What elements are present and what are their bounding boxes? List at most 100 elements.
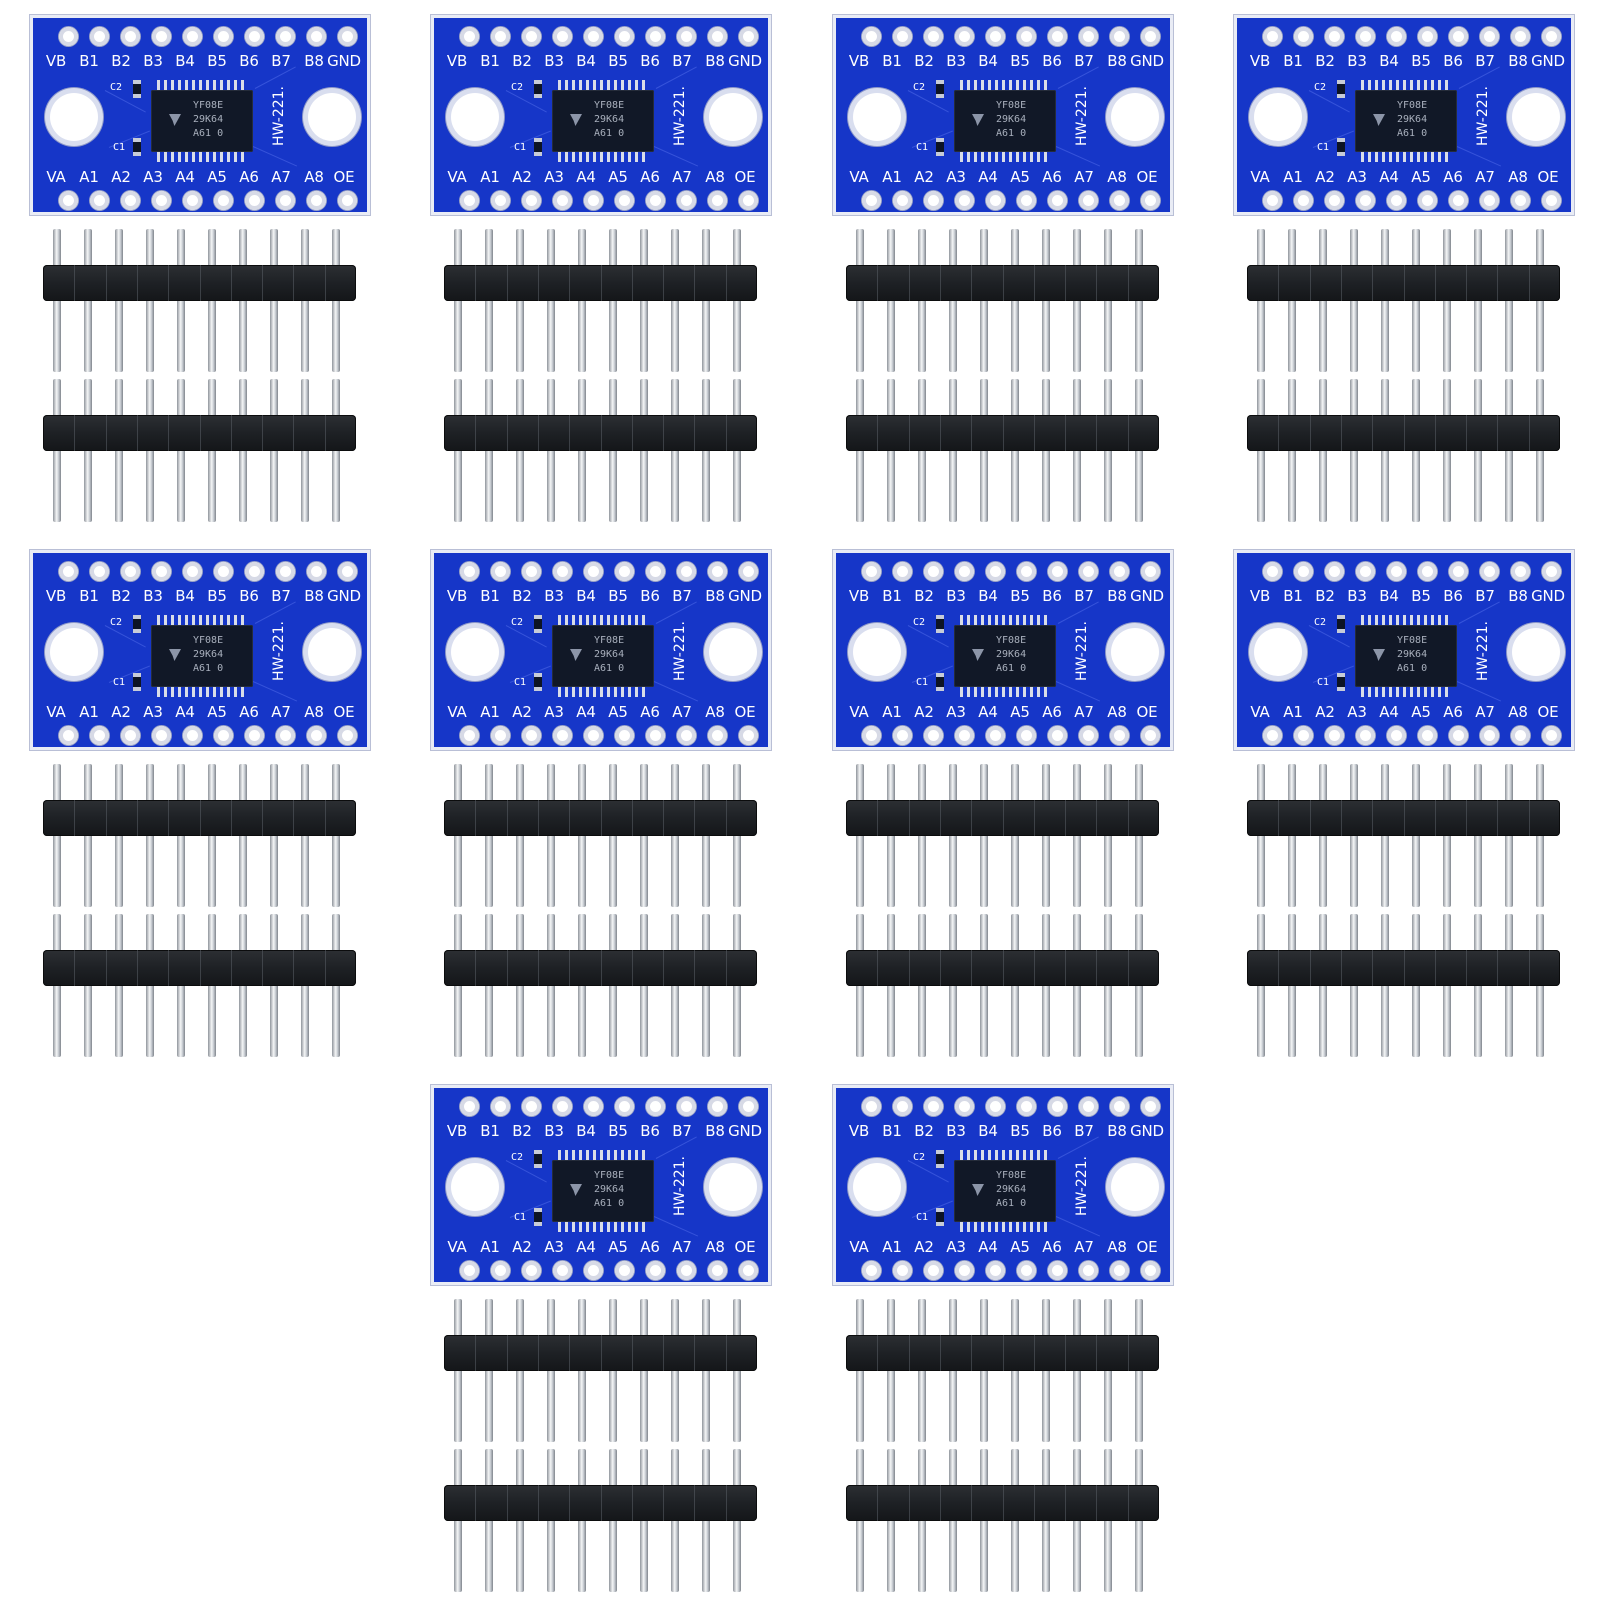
header-segment-divider xyxy=(908,1335,910,1371)
header-segment-divider xyxy=(324,950,326,986)
header-segment-divider xyxy=(1278,800,1280,836)
pin-pad xyxy=(739,27,758,46)
board-model-label: HW-221. xyxy=(271,620,287,682)
header-segment-divider xyxy=(1434,415,1436,451)
pin-label-a5: A5 xyxy=(608,1238,628,1256)
pin-pad xyxy=(615,1261,634,1280)
pin-pad xyxy=(677,1261,696,1280)
left-mounting-hole xyxy=(853,1163,901,1211)
pin-label-b6: B6 xyxy=(239,587,259,605)
pin-label-a8: A8 xyxy=(1107,168,1127,186)
header-segment-divider xyxy=(1497,800,1499,836)
pin-label-a4: A4 xyxy=(978,1238,998,1256)
pin-label-a6: A6 xyxy=(1042,168,1062,186)
header-segment-divider xyxy=(908,265,910,301)
male-pin-header-strip xyxy=(444,229,757,372)
ti-logo-icon xyxy=(570,649,582,661)
header-segment-divider xyxy=(694,950,696,986)
header-segment-divider xyxy=(74,415,76,451)
pin-label-gnd: GND xyxy=(1531,52,1565,70)
right-mounting-hole xyxy=(1111,93,1159,141)
header-segment-divider xyxy=(506,800,508,836)
capacitor-c1-label: C1 xyxy=(1317,142,1330,153)
header-segment-divider xyxy=(725,1335,727,1371)
pin-pad xyxy=(1017,191,1036,210)
header-segment-divider xyxy=(1033,415,1035,451)
pin-label-b7: B7 xyxy=(1475,52,1495,70)
pin-label-a3: A3 xyxy=(946,1238,966,1256)
header-segment-divider xyxy=(136,415,138,451)
pin-label-a2: A2 xyxy=(1315,703,1335,721)
pin-pad xyxy=(862,27,881,46)
header-segment-divider xyxy=(168,265,170,301)
right-mounting-hole xyxy=(709,1163,757,1211)
top-pad-row xyxy=(836,1094,1176,1120)
pcb-trace xyxy=(1055,146,1101,167)
pin-label-a8: A8 xyxy=(705,1238,725,1256)
pin-label-gnd: GND xyxy=(728,1122,762,1140)
pin-pad xyxy=(893,726,912,745)
ti-logo-icon xyxy=(972,1184,984,1196)
male-pin-header-strip xyxy=(43,229,356,372)
pin-pad xyxy=(1079,1261,1098,1280)
pin-pad xyxy=(245,191,264,210)
pin-pad xyxy=(1449,27,1468,46)
pin-label-a3: A3 xyxy=(946,703,966,721)
male-pin-header-strip xyxy=(444,1299,757,1442)
pin-label-b4: B4 xyxy=(576,52,596,70)
pin-pad xyxy=(1480,562,1499,581)
pin-pad xyxy=(1141,1097,1160,1116)
pin-pad xyxy=(708,27,727,46)
pin-label-vb: VB xyxy=(848,52,870,70)
pin-label-a6: A6 xyxy=(1042,1238,1062,1256)
chip-marking-line-3: A61 0 xyxy=(594,128,625,139)
top-pad-row xyxy=(836,559,1176,585)
level-shifter-chip: YF08E 29K64 A61 0 xyxy=(151,615,253,697)
capacitor-c2 xyxy=(534,80,542,98)
pin-label-oe: OE xyxy=(333,703,355,721)
header-segment-divider xyxy=(694,1485,696,1521)
header-segment-divider xyxy=(971,1485,973,1521)
right-mounting-hole xyxy=(1111,628,1159,676)
header-segment-divider xyxy=(1278,415,1280,451)
pin-label-va: VA xyxy=(849,168,869,186)
level-shifter-chip: YF08E 29K64 A61 0 xyxy=(552,80,654,162)
pin-pad xyxy=(986,27,1005,46)
header-segment-divider xyxy=(1002,1335,1004,1371)
header-segment-divider xyxy=(725,800,727,836)
pin-pad xyxy=(1017,726,1036,745)
header-segment-divider xyxy=(1434,265,1436,301)
header-segment-divider xyxy=(631,950,633,986)
header-segment-divider xyxy=(877,800,879,836)
header-segment-divider xyxy=(475,415,477,451)
pin-pad xyxy=(1294,726,1313,745)
chip-marking-line-2: 29K64 xyxy=(594,1184,625,1195)
header-segment-divider xyxy=(105,265,107,301)
top-pad-row xyxy=(1237,559,1577,585)
chip-marking-line-1: YF08E xyxy=(594,1170,625,1181)
pin-pad xyxy=(90,191,109,210)
pin-pad xyxy=(584,191,603,210)
header-segment-divider xyxy=(1278,265,1280,301)
chip-marking-line-1: YF08E xyxy=(996,100,1027,111)
pin-pad xyxy=(677,27,696,46)
pin-pad xyxy=(862,1097,881,1116)
pin-label-a2: A2 xyxy=(1315,168,1335,186)
pin-label-oe: OE xyxy=(1136,703,1158,721)
pin-pad xyxy=(491,726,510,745)
pin-pad xyxy=(460,191,479,210)
pin-pad xyxy=(1017,562,1036,581)
pin-label-oe: OE xyxy=(1537,703,1559,721)
pin-label-a8: A8 xyxy=(304,703,324,721)
level-shifter-chip: YF08E 29K64 A61 0 xyxy=(552,615,654,697)
pin-label-vb: VB xyxy=(446,52,468,70)
pin-pad xyxy=(986,1261,1005,1280)
pin-pad xyxy=(986,726,1005,745)
left-mounting-hole xyxy=(853,628,901,676)
pin-label-b6: B6 xyxy=(1042,1122,1062,1140)
pin-pad xyxy=(708,562,727,581)
